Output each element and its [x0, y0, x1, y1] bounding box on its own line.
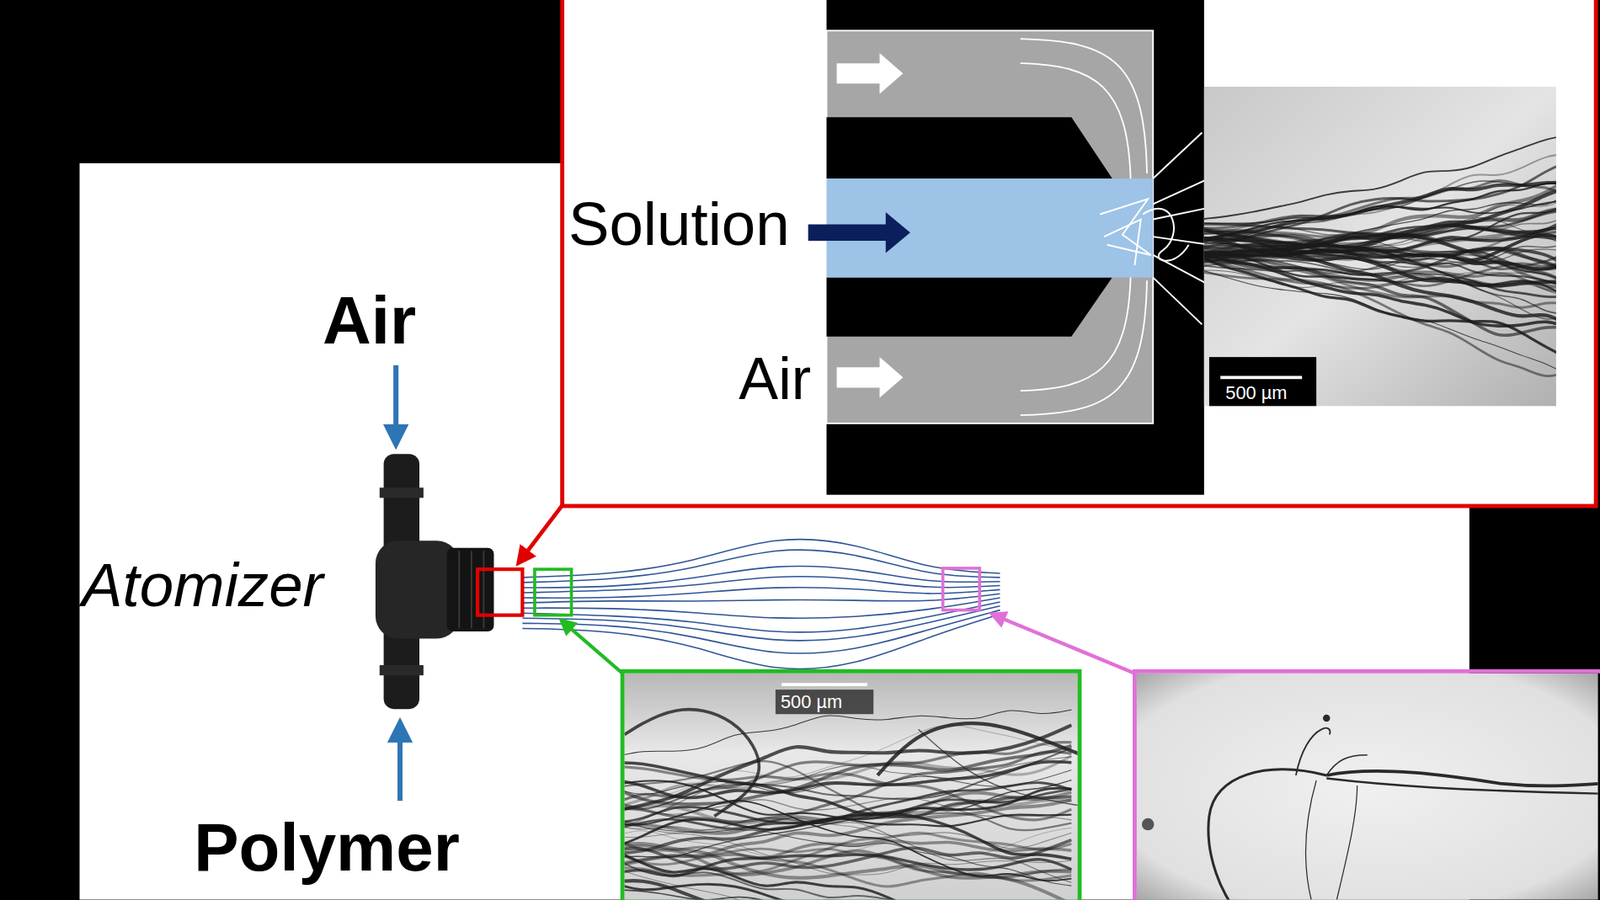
fiber: [1204, 176, 1557, 257]
scale-bar-label: 500 µm: [780, 693, 843, 712]
device-label: Atomizer: [81, 554, 324, 617]
fiber: [624, 709, 1072, 758]
input-label: Polymer: [193, 813, 460, 881]
fiber: [1204, 186, 1557, 256]
fiber-jet: [522, 565, 1000, 588]
fiber: [918, 729, 1078, 806]
fiber: [624, 788, 1072, 848]
fiber-jet: [522, 593, 1000, 603]
fiber: [1204, 160, 1557, 247]
stream-label: Solution: [568, 193, 790, 256]
fiber-jet: [522, 576, 1000, 593]
fiber-jet: [522, 587, 1000, 599]
fiber: [624, 770, 1072, 795]
input-label: Air: [322, 286, 416, 354]
scale-bar-label: 500 µm: [1225, 384, 1287, 403]
fiber: [624, 742, 1072, 806]
fiber-jet: [522, 613, 1000, 669]
fiber: [624, 840, 1072, 870]
fiber-jet: [522, 606, 1000, 641]
fiber: [624, 709, 760, 817]
fiber: [624, 780, 1072, 859]
fiber: [1204, 234, 1557, 275]
fiber: [1204, 254, 1557, 336]
fiber: [624, 880, 1072, 900]
fiber: [877, 723, 1078, 776]
fiber: [624, 780, 1072, 827]
fiber-jet: [522, 602, 1000, 633]
fiber: [624, 800, 1072, 881]
stream-label: Air: [738, 348, 811, 408]
fiber: [624, 833, 1072, 875]
